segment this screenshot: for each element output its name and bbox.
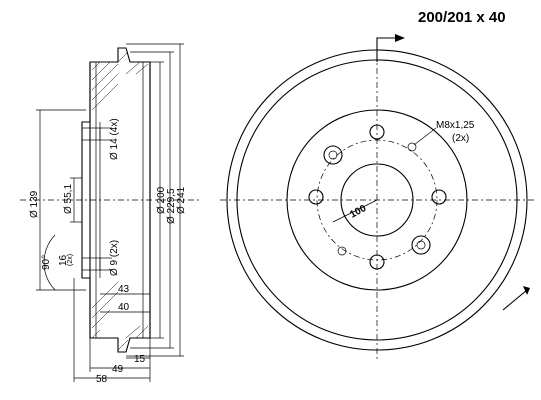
thread-label: M8x1,25: [436, 120, 475, 131]
section-hatching-top: [91, 51, 149, 111]
horizontal-dimensions: 43 40 15 49 58: [73, 278, 151, 385]
angle-arc: [43, 234, 56, 291]
dim-49: 49: [112, 364, 124, 375]
bolt-hole-3: [369, 124, 385, 140]
dim-58: 58: [96, 374, 108, 385]
dim-dia-200: Ø 200: [156, 186, 167, 214]
dim-dia-229: Ø 229,5: [166, 188, 177, 224]
section-hatching-bottom: [91, 281, 149, 351]
dim-dia-55: Ø 55,1: [63, 184, 74, 214]
diameter-dimensions: Ø 200 Ø 229,5 Ø 241: [126, 43, 187, 357]
dim-40: 40: [118, 302, 130, 313]
bolt-hole-2: [411, 235, 431, 255]
front-view: 100 M8x1,25 (2x): [220, 34, 536, 360]
bolt-hole-1: [323, 145, 343, 165]
thread-count: (2x): [452, 133, 469, 144]
thread-hole-2: [337, 246, 347, 256]
bolt-hole-lower: [81, 257, 101, 271]
left-dimensions: Ø 139 Ø 55,1 90° 16 (2x): [29, 109, 86, 291]
hole-callouts: Ø 14 (4x) Ø 9 (2x): [100, 118, 120, 276]
dim-hole-14: Ø 14 (4x): [109, 118, 120, 160]
dim-16: 16: [58, 254, 69, 266]
dim-hole-9: Ø 9 (2x): [109, 240, 120, 276]
dim-16-sub: (2x): [67, 254, 74, 266]
section-marker-bottom: [502, 289, 528, 311]
thread-hole-1: [407, 142, 417, 152]
dim-dia-241: Ø 241: [176, 186, 187, 214]
bolt-hole-4: [369, 254, 385, 270]
dim-43: 43: [118, 284, 130, 295]
dim-dia-139: Ø 139: [29, 190, 40, 218]
thread-leader: [413, 127, 437, 146]
section-marker-top: [376, 37, 400, 62]
dim-angle-90: 90°: [41, 255, 52, 270]
pcd-leader: [332, 199, 378, 223]
dim-15: 15: [134, 354, 146, 365]
bolt-hole-upper: [81, 127, 101, 141]
drawing-title: 200/201 x 40: [418, 9, 506, 26]
bolt-hole-5: [308, 189, 324, 205]
bolt-hole-6: [431, 189, 447, 205]
